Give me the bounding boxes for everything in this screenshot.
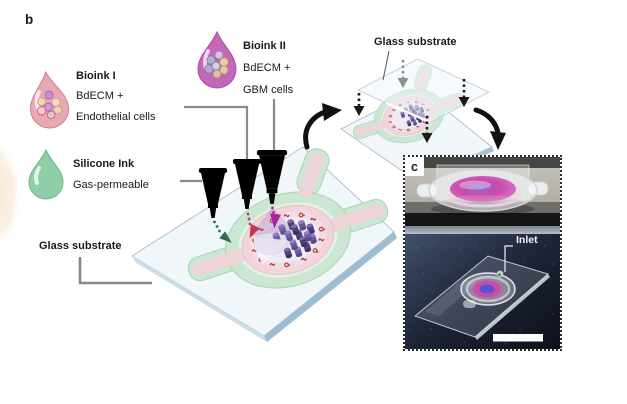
step-arrow-to-assembly-icon bbox=[303, 103, 342, 150]
glass-substrate-connector-line bbox=[78, 257, 152, 285]
bioink1-droplet-icon bbox=[30, 70, 69, 129]
inset-panel-c bbox=[403, 155, 562, 351]
inlet-leader-line bbox=[504, 245, 513, 272]
press-down-arrow-left-icon bbox=[353, 93, 365, 116]
press-down-arrow-right-icon bbox=[458, 79, 470, 107]
inlet-label: Inlet bbox=[516, 234, 538, 246]
glass-substrate-left-label: Glass substrate bbox=[39, 240, 122, 252]
bioink1-title: Bioink I bbox=[76, 70, 116, 82]
printing-wedge bbox=[253, 237, 288, 264]
silicone-nozzle-icon bbox=[199, 168, 232, 243]
printed-chip bbox=[163, 129, 401, 316]
scale-bar bbox=[493, 334, 543, 342]
photo-chip-side-view bbox=[405, 157, 560, 234]
adjacent-panel-fragment bbox=[0, 140, 22, 250]
cover-glass-edge-highlight bbox=[385, 101, 431, 124]
silicone-line1: Gas-permeable bbox=[73, 179, 149, 191]
panel-c-label-box: c bbox=[405, 157, 424, 176]
bioink2-title: Bioink II bbox=[243, 40, 286, 52]
glass-substrate-top-label: Glass substrate bbox=[374, 36, 457, 48]
bioink1-line1: BdECM + bbox=[76, 90, 124, 102]
bioink1-connector-line bbox=[184, 105, 249, 159]
photo-chip-on-slide bbox=[405, 234, 560, 349]
bioink1-line2: Endothelial cells bbox=[76, 111, 156, 123]
panel-c-label: c bbox=[411, 159, 418, 174]
glass-substrate-leader-line bbox=[382, 50, 390, 81]
bioink2-nozzle-icon bbox=[256, 150, 288, 229]
panel-b-label: b bbox=[25, 12, 34, 27]
silicone-droplet-icon bbox=[28, 148, 64, 200]
press-down-arrow-bottom-icon bbox=[421, 116, 433, 143]
bioink2-line2: GBM cells bbox=[243, 84, 294, 96]
bioink2-line1: BdECM + bbox=[243, 62, 291, 74]
press-down-arrow-gray-icon bbox=[397, 60, 409, 88]
step-arrow-to-photo-icon bbox=[473, 107, 506, 150]
bioink2-droplet-icon bbox=[197, 30, 237, 89]
silicone-title: Silicone Ink bbox=[73, 158, 135, 170]
deposition-cone bbox=[250, 207, 294, 236]
bioink1-nozzle-icon bbox=[233, 159, 261, 239]
